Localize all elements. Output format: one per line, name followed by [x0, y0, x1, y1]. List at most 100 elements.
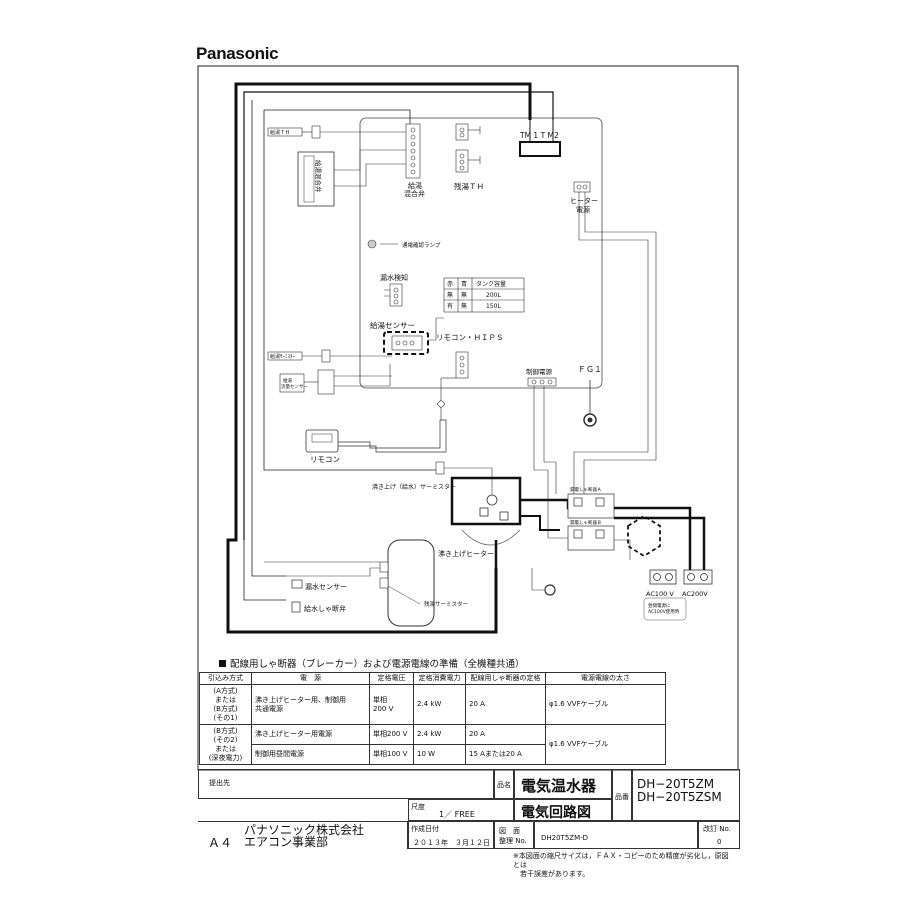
- tank-table-header-2: タンク容量: [476, 280, 506, 288]
- ground-terminal: [544, 584, 556, 596]
- remocon-hips-label: リモコン・ＨＩＰＳ: [436, 333, 504, 342]
- breaker-block-b: [567, 525, 615, 551]
- terminal-thick-1: [614, 506, 692, 572]
- row1-method: (A方式) または (B方式) (その1): [199, 684, 252, 725]
- supply-sensor-label: 給湯センサー: [370, 320, 415, 330]
- drawing-no: DH20T5ZM-D: [541, 834, 589, 842]
- model-cell: DH−20T5ZM DH−20T5ZSM: [632, 769, 740, 821]
- breaker-table-header-row: 引込み方式 電 源 定格電圧 定格消費電力 配線用しゃ断器の定格 電源電線の太さ: [199, 672, 666, 685]
- ac200-label: AC200V: [682, 590, 708, 598]
- division-name: エアコン事業部: [244, 835, 329, 849]
- breaker-table: 引込み方式 電 源 定格電圧 定格消費電力 配線用しゃ断器の定格 電源電線の太さ…: [199, 672, 666, 765]
- th-wire: 電源電線の太さ: [545, 672, 666, 685]
- ac100-terminals: [649, 569, 677, 585]
- breaker-block-a: [567, 493, 615, 519]
- remocon-hips-connector: [455, 351, 469, 379]
- fg1-label: ＦＧ１: [578, 365, 602, 374]
- tm-label: TM 1 T M2: [519, 131, 559, 140]
- mixing-valve-label: 給湯混合弁: [404, 181, 425, 198]
- row1-wire: φ1.6 VVFケーブル: [545, 684, 666, 725]
- control-power-label: 制御電源: [526, 367, 553, 376]
- row2-source-a: 沸き上げヒーター用電源: [251, 724, 370, 745]
- row1-breaker: 20 A: [465, 684, 546, 725]
- connector-remaining-th: [455, 123, 469, 173]
- table-row: (A方式) または (B方式) (その1) 沸き上げヒーター用、制御用 共通電源…: [199, 684, 666, 725]
- row1-voltage: 単相 200 V: [369, 684, 414, 725]
- model-label-cell: 品番: [612, 769, 632, 821]
- drawing-no-cell: DH20T5ZM-D: [534, 821, 698, 849]
- date-value: ２０１３年 ３月１２日: [413, 839, 490, 847]
- th-power: 定格消費電力: [413, 672, 466, 685]
- cut-valve-icon: [291, 601, 301, 613]
- pressure-small-label: 給湯流量センサー: [281, 377, 308, 390]
- tm-connector: [519, 141, 561, 157]
- drawing-name-cell: 電気回路図: [514, 799, 612, 821]
- mid-left-small-label: 給湯ｻｰﾐｽﾀｰ: [270, 353, 296, 360]
- submit-to-label: 提出先: [209, 779, 230, 787]
- th-method: 引込み方式: [199, 672, 252, 685]
- supply-cut-valve-label: 給水しゃ断弁: [304, 604, 346, 613]
- drawing-frame: [197, 65, 739, 771]
- leak-detect-label: 漏水検知: [380, 273, 408, 282]
- th-breaker: 配線用しゃ断器の定格: [465, 672, 546, 685]
- product-name: 電気温水器: [521, 777, 597, 795]
- drawing-name: 電気回路図: [521, 805, 591, 821]
- square-bullet-icon: [219, 660, 226, 667]
- supply-sensor-dashed-box: [383, 331, 429, 355]
- terminal-thick-2: [614, 516, 706, 572]
- connector-mixing: [405, 123, 421, 179]
- scale-cell: 尺度 1／ FREE: [408, 799, 514, 821]
- breaker-thick-wire-2: [520, 515, 560, 531]
- remocon-device: [305, 429, 339, 453]
- ac100-note-box: [643, 597, 687, 621]
- breaker2-label: 漏電しゃ断器Ｂ: [570, 519, 602, 526]
- heater-power-connector: [573, 181, 591, 193]
- cut-valve-box-label: 給湯混合弁: [314, 160, 323, 193]
- row2-breaker-a: 20 A: [465, 724, 546, 745]
- breaker1-label: 漏電しゃ断器Ａ: [570, 486, 602, 493]
- row2-voltage-a: 単相200 V: [369, 724, 414, 745]
- tank-table-r0c1: 無: [461, 291, 467, 299]
- scale-note: ※本図面の縮尺サイズは，ＦＡＸ・コピーのため精度が劣化し，原図とは 若干誤差があ…: [513, 852, 729, 878]
- control-power-connector: [527, 377, 557, 387]
- dashed-connector: [627, 514, 661, 558]
- th-voltage: 定格電圧: [369, 672, 414, 685]
- hot-water-tank: [387, 539, 435, 627]
- row2-power-b: 10 W: [413, 744, 466, 765]
- tank-table-header-1: 青: [461, 280, 467, 288]
- left-thin-wire-1: [263, 110, 436, 471]
- lamp-label: 通電確認ランプ: [402, 241, 441, 249]
- boil-heater-label: 沸き上げヒーター: [438, 549, 494, 558]
- row1-power: 2.4 kW: [413, 684, 466, 725]
- breaker-table-title: 配線用しゃ断器（ブレーカー）および電源電線の準備（全機種共通）: [219, 656, 525, 670]
- leak-sensor-label: 漏水センサー: [305, 582, 347, 591]
- flow-sensor-box: [279, 373, 305, 393]
- row2-voltage-b: 単相100 V: [369, 744, 414, 765]
- row2-method: (B方式) (その2) または (深夜電力): [199, 724, 252, 765]
- row2-power-a: 2.4 kW: [413, 724, 466, 745]
- company-cell: Ａ４ パナソニック株式会社 エアコン事業部: [198, 821, 408, 850]
- row2-wire: φ1.6 VVFケーブル: [545, 724, 666, 765]
- boil-thick-loop: [450, 476, 522, 526]
- remocon-cable: [338, 419, 447, 453]
- ac100-label: AC100 V: [646, 590, 674, 598]
- tank-table-r1c0: 有: [447, 302, 453, 310]
- power-lamp: [367, 239, 377, 249]
- tank-table-r0c0: 無: [447, 291, 453, 299]
- boil-heater-outline: [461, 529, 521, 546]
- left-thin-wire-3: [243, 540, 286, 601]
- remaining-thermistor-label: 残湯サーミスター: [424, 600, 468, 608]
- paper-size: Ａ４: [208, 836, 233, 850]
- tank-table-r1c1: 無: [461, 302, 467, 310]
- table-row: (B方式) (その2) または (深夜電力) 沸き上げヒーター用電源 単相200…: [199, 724, 666, 765]
- scale-value: 1／ FREE: [439, 810, 475, 819]
- model-2: DH−20T5ZSM: [637, 790, 722, 804]
- revision-cell: 改訂 No. 0: [698, 821, 740, 849]
- boil-thermistor: [486, 494, 498, 506]
- heater-power-label: ヒーター電源: [570, 196, 598, 214]
- drawing-no-label-cell: 図 面 整理 No.: [494, 821, 534, 849]
- heater-thick-wire: [226, 82, 532, 634]
- heater-thick-wire-2: [243, 91, 554, 540]
